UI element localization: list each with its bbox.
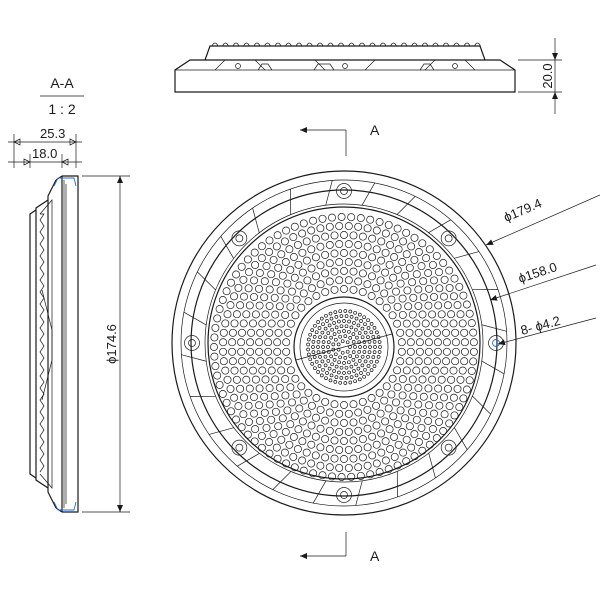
dim-grille-diameter: ϕ158.0 [516, 259, 558, 286]
dim-height: ϕ174.6 [104, 324, 119, 364]
center-cap-perforations [306, 309, 382, 385]
grille-perforations [210, 213, 478, 481]
section-label: A-A [50, 75, 74, 91]
dim-holes: 8- ϕ4.2 [519, 313, 562, 338]
top-profile-view: 20.0 [174, 38, 562, 114]
section-view: A-A 1 : 2 25.3 18.0 [8, 75, 130, 513]
frame-ribs [181, 180, 507, 506]
cut-label-top: A [370, 122, 380, 138]
dim-depth: 18.0 [32, 146, 57, 161]
dim-total-depth: 25.3 [40, 126, 65, 141]
section-grille-wave [39, 213, 45, 473]
section-scale: 1 : 2 [48, 101, 75, 117]
front-view: A A ϕ179.4 ϕ158.0 8- ϕ4.2 [171, 122, 600, 564]
dim-outer-diameter: ϕ179.4 [501, 195, 544, 224]
cut-label-bottom: A [370, 548, 380, 564]
grille-ridge-bumps [211, 42, 481, 47]
dim-thickness: 20.0 [540, 63, 555, 88]
